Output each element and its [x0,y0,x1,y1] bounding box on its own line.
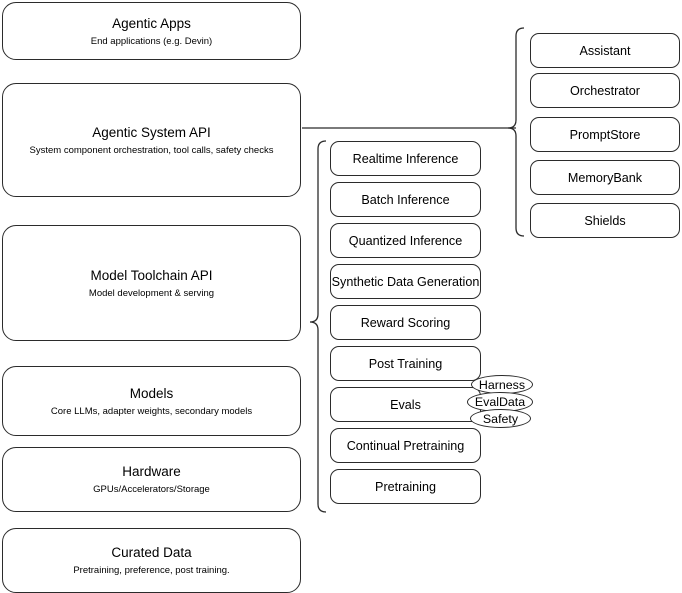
layer-title: Agentic Apps [112,15,191,31]
component-label: Assistant [579,43,631,58]
capability-post-training[interactable]: Post Training [330,346,481,381]
capability-label: Post Training [368,356,443,371]
layer-model-toolchain-api[interactable]: Model Toolchain API Model development & … [2,225,301,341]
component-memorybank[interactable]: MemoryBank [530,160,680,195]
badge-safety[interactable]: Safety [470,409,531,428]
layer-subtitle: GPUs/Accelerators/Storage [93,484,210,495]
capability-label: Evals [390,397,421,412]
capability-evals[interactable]: Evals [330,387,481,422]
component-shields[interactable]: Shields [530,203,680,238]
layer-curated-data[interactable]: Curated Data Pretraining, preference, po… [2,528,301,593]
badge-label: Safety [482,411,519,426]
component-label: PromptStore [569,127,641,142]
layer-title: Models [129,385,174,401]
layer-subtitle: System component orchestration, tool cal… [29,144,274,156]
layer-subtitle: Pretraining, preference, post training. [73,565,230,576]
layer-title: Hardware [122,464,181,479]
capability-realtime-inference[interactable]: Realtime Inference [330,141,481,176]
capability-label: Reward Scoring [360,315,451,330]
capability-batch-inference[interactable]: Batch Inference [330,182,481,217]
capability-label: Quantized Inference [348,233,463,248]
layer-title: Model Toolchain API [90,267,213,283]
brace-toolchain-capabilities [309,140,327,513]
badge-label: EvalData [474,395,526,409]
layer-hardware[interactable]: Hardware GPUs/Accelerators/Storage [2,447,301,512]
layer-title: Agentic System API [92,124,211,140]
component-promptstore[interactable]: PromptStore [530,117,680,152]
layer-subtitle: Core LLMs, adapter weights, secondary mo… [50,405,253,417]
layer-subtitle: End applications (e.g. Devin) [90,35,213,47]
capability-label: Synthetic Data Generation [331,274,480,289]
brace-system-components [507,27,525,237]
capability-continual-pretraining[interactable]: Continual Pretraining [330,428,481,463]
component-label: Orchestrator [570,83,640,98]
capability-reward-scoring[interactable]: Reward Scoring [330,305,481,340]
capability-quantized-inference[interactable]: Quantized Inference [330,223,481,258]
capability-pretraining[interactable]: Pretraining [330,469,481,504]
capability-label: Batch Inference [361,192,450,207]
capability-label: Realtime Inference [352,151,459,166]
component-label: Shields [584,213,626,228]
layer-agentic-apps[interactable]: Agentic Apps End applications (e.g. Devi… [2,2,301,60]
capability-label: Pretraining [375,479,436,494]
component-label: MemoryBank [567,170,643,185]
component-orchestrator[interactable]: Orchestrator [530,73,680,108]
layer-subtitle: Model development & serving [88,287,215,299]
badge-label: Harness [478,377,526,392]
capability-synthetic-data-generation[interactable]: Synthetic Data Generation [330,264,481,299]
capability-label: Continual Pretraining [346,438,465,453]
layer-models[interactable]: Models Core LLMs, adapter weights, secon… [2,366,301,436]
layer-agentic-system-api[interactable]: Agentic System API System component orch… [2,83,301,197]
component-assistant[interactable]: Assistant [530,33,680,68]
layer-title: Curated Data [111,545,192,560]
